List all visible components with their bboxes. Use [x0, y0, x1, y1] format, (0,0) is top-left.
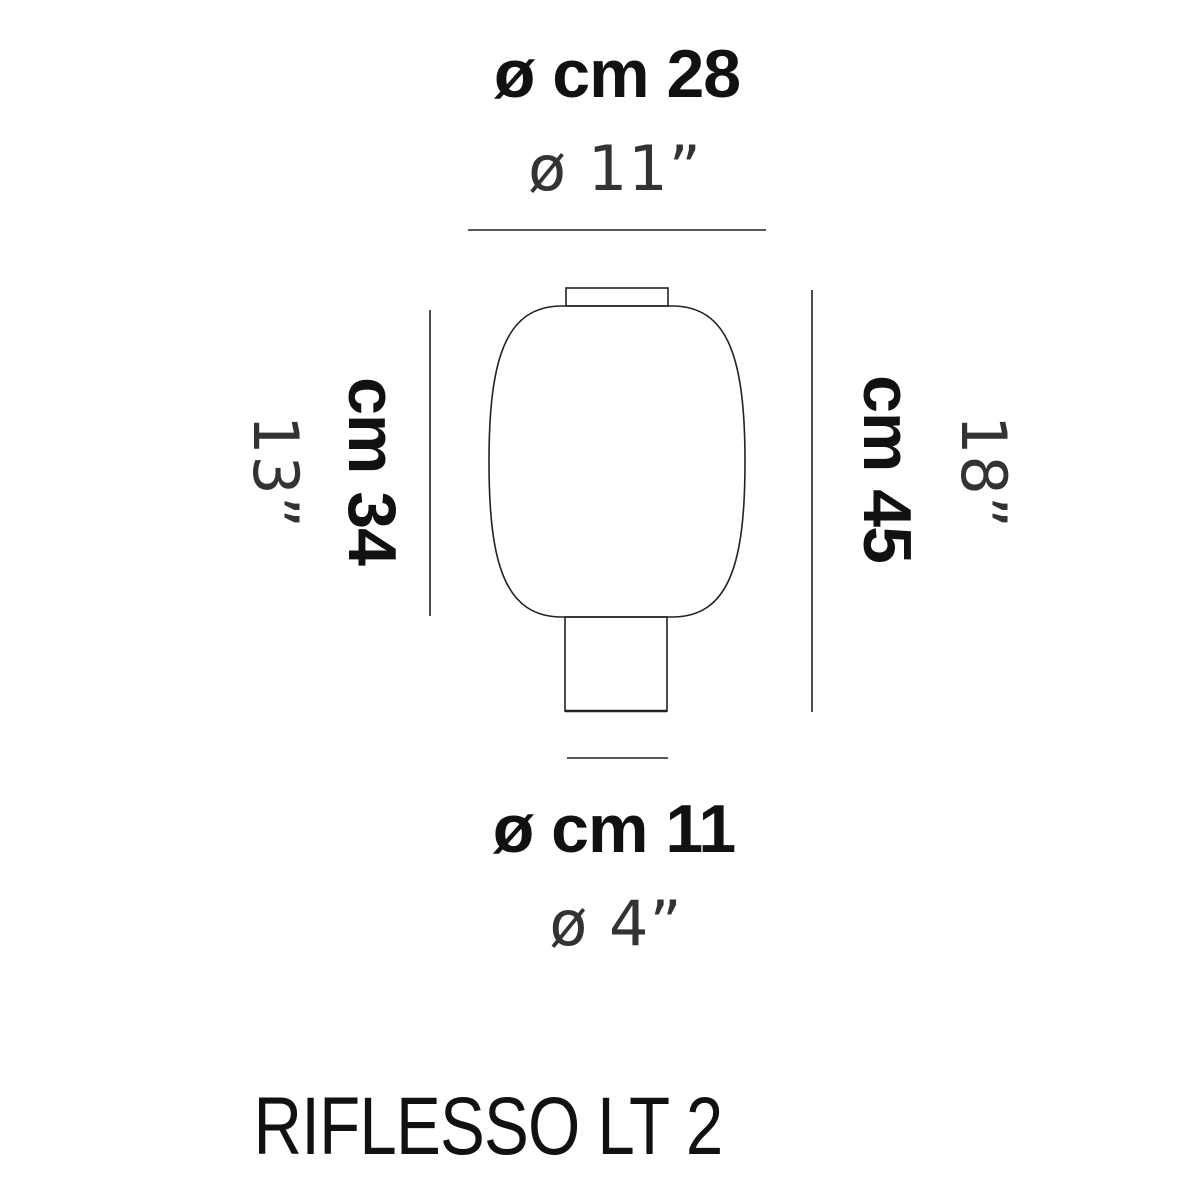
base-diameter-inch-label: ø 4” [549, 887, 683, 960]
base-diameter-cm-label: ø cm 11 [492, 791, 737, 867]
lamp-height-cm-label: cm 34 [334, 377, 410, 565]
total-height-cm-label: cm 45 [849, 375, 925, 563]
lamp-glass-body [488, 305, 746, 618]
lamp-top-cap [565, 287, 669, 307]
top-diameter-inch-label: ø 11” [528, 132, 702, 205]
product-title: RIFLESSO LT 2 [253, 1081, 724, 1172]
total-height-inch-label: 18” [947, 414, 1020, 529]
lamp-base [564, 616, 668, 712]
top-diameter-cm-label: ø cm 28 [493, 36, 741, 112]
lamp-height-inch-label: 13” [239, 414, 312, 529]
